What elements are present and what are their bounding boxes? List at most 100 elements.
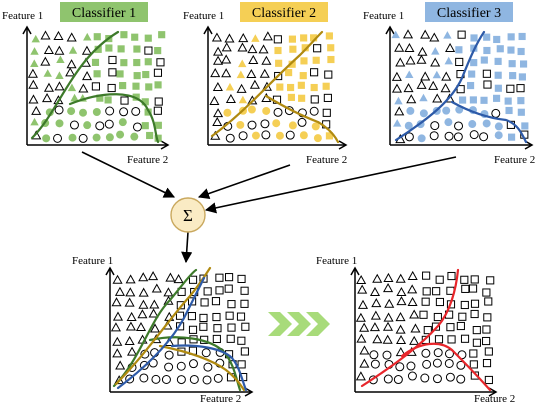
circle-icon xyxy=(79,108,88,117)
arrow-classifier-1-to-sum xyxy=(81,151,176,198)
square-icon xyxy=(327,44,335,52)
circle-icon xyxy=(297,117,307,127)
square-icon xyxy=(301,44,309,52)
triangle-icon xyxy=(357,299,369,309)
square-icon xyxy=(199,322,208,331)
square-icon xyxy=(455,57,464,67)
classifier-3-boundary xyxy=(170,344,248,392)
x-axis-arrow xyxy=(160,140,170,150)
square-icon xyxy=(240,347,249,356)
circle-icon xyxy=(491,108,501,118)
square-icon xyxy=(96,94,104,102)
triangle-icon xyxy=(430,57,441,67)
classifier-1-boundary xyxy=(68,93,160,144)
triangle-icon xyxy=(83,32,92,41)
x-axis-arrow xyxy=(488,387,498,397)
triangle-icon xyxy=(115,360,126,370)
triangle-icon xyxy=(66,59,77,69)
triangle-icon xyxy=(391,71,402,81)
square-icon xyxy=(144,34,152,42)
triangle-icon xyxy=(163,287,174,297)
classifier-1-badge: Classifier 1 xyxy=(60,2,148,22)
triangle-icon xyxy=(237,42,248,52)
circle-icon xyxy=(454,121,464,131)
circle-icon xyxy=(68,133,77,142)
triangle-icon xyxy=(111,297,122,307)
square-icon xyxy=(505,106,513,115)
triangle-icon xyxy=(403,83,414,93)
triangle-icon xyxy=(112,311,124,321)
circle-icon xyxy=(132,122,142,132)
square-icon xyxy=(509,72,517,80)
triangle-icon xyxy=(221,42,232,52)
triangle-icon xyxy=(261,55,272,65)
triangle-icon xyxy=(431,47,440,55)
triangle-icon xyxy=(43,82,55,92)
circle-icon xyxy=(442,106,451,115)
triangle-icon xyxy=(356,274,367,285)
circle-icon xyxy=(161,375,171,384)
square-icon xyxy=(108,68,117,77)
circle-icon xyxy=(238,131,248,141)
triangle-icon xyxy=(359,345,370,355)
square-icon xyxy=(470,34,478,42)
triangle-icon xyxy=(110,322,121,332)
triangle-icon xyxy=(238,32,249,43)
panel-3-x-label: Feature 2 xyxy=(494,154,535,166)
circle-icon xyxy=(445,372,455,382)
triangle-icon xyxy=(212,81,223,92)
square-icon xyxy=(227,300,236,309)
square-icon xyxy=(493,94,501,102)
square-icon xyxy=(141,98,149,106)
triangle-icon xyxy=(148,271,159,281)
circle-icon xyxy=(444,131,454,141)
triangle-icon xyxy=(236,83,247,93)
square-icon xyxy=(274,71,283,81)
triangle-icon xyxy=(70,93,79,102)
triangle-icon xyxy=(40,56,51,66)
square-icon xyxy=(446,323,455,332)
square-icon xyxy=(507,33,515,41)
square-icon xyxy=(93,33,101,41)
circle-icon xyxy=(469,130,479,140)
circle-icon xyxy=(479,132,489,142)
triangle-icon xyxy=(402,29,414,39)
triangle-icon xyxy=(210,67,221,78)
circle-icon xyxy=(444,118,453,127)
triangle-icon xyxy=(55,71,64,79)
triangle-icon xyxy=(138,272,149,282)
triangle-icon xyxy=(391,83,403,93)
square-icon xyxy=(146,131,154,140)
square-icon xyxy=(433,312,442,322)
circle-icon xyxy=(406,106,415,115)
circle-icon xyxy=(299,131,308,140)
square-icon xyxy=(273,35,282,44)
square-icon xyxy=(486,276,495,285)
circle-icon xyxy=(213,373,223,383)
square-icon xyxy=(154,97,163,106)
circle-icon xyxy=(419,109,428,118)
square-icon xyxy=(310,34,318,42)
y-axis-arrow xyxy=(22,25,32,35)
triangle-icon xyxy=(417,46,428,56)
square-icon xyxy=(327,55,335,64)
square-icon xyxy=(285,68,293,77)
square-icon xyxy=(517,97,525,105)
triangle-icon xyxy=(212,116,223,127)
square-icon xyxy=(484,375,493,385)
triangle-icon xyxy=(124,297,135,307)
triangle-icon xyxy=(251,34,260,42)
triangle-icon xyxy=(238,95,248,104)
circle-icon xyxy=(421,348,431,358)
square-icon xyxy=(472,338,481,347)
square-icon xyxy=(203,287,212,296)
square-icon xyxy=(91,58,100,66)
square-icon xyxy=(324,70,333,79)
circle-icon xyxy=(368,375,378,385)
square-icon xyxy=(470,309,479,319)
triangle-icon xyxy=(248,54,259,64)
circle-icon xyxy=(105,106,115,116)
square-icon xyxy=(105,44,113,52)
triangle-icon xyxy=(369,286,381,297)
square-icon xyxy=(482,69,491,78)
